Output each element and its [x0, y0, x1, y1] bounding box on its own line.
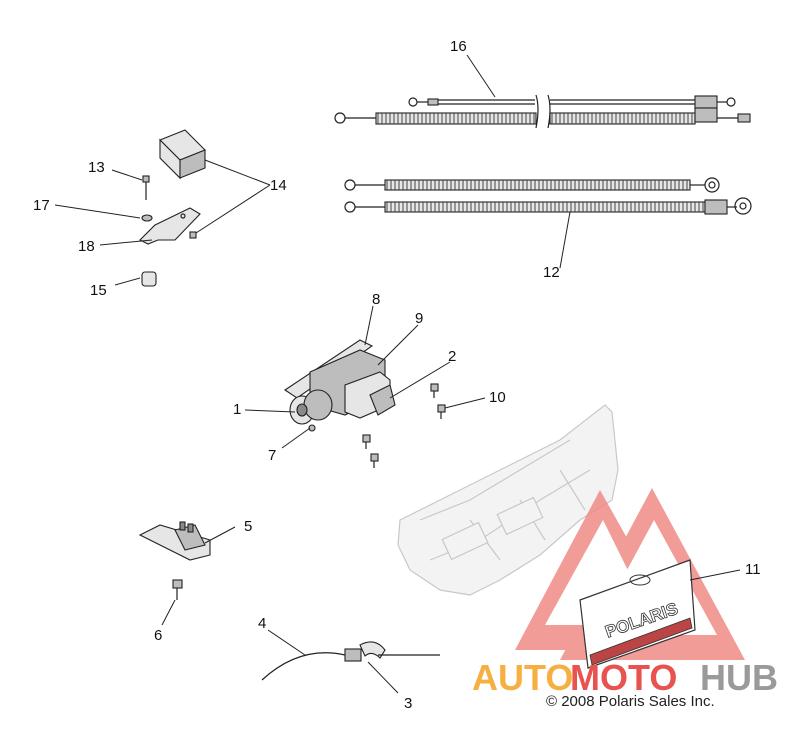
callout-13: 13 [88, 159, 105, 176]
bolt-13 [142, 175, 150, 200]
headlight-assembly [284, 339, 396, 432]
washer-17 [141, 214, 153, 222]
spacer-15 [141, 271, 157, 287]
cable-12-upper [344, 177, 720, 193]
copyright-notice: © 2008 Polaris Sales Inc. [546, 693, 715, 710]
callout-7: 7 [268, 447, 276, 464]
callout-5: 5 [244, 518, 252, 535]
screw-14 [189, 231, 197, 239]
corrugation-16 [377, 113, 693, 124]
callout-11: 11 [745, 561, 761, 578]
callout-12: 12 [543, 264, 560, 281]
watermark-text: AUTO MOTO HUB [472, 657, 778, 698]
callout-15: 15 [90, 282, 107, 299]
callout-10: 10 [489, 389, 506, 406]
callout-18: 18 [78, 238, 95, 255]
callout-14: 14 [270, 177, 287, 194]
switch-5 [138, 521, 211, 561]
callout-8: 8 [372, 291, 380, 308]
watermark-hub: HUB [700, 657, 778, 698]
cable-12-lower [344, 197, 752, 215]
callout-6: 6 [154, 627, 162, 644]
screws-10 [362, 383, 446, 468]
callout-17: 17 [33, 197, 50, 214]
callout-3: 3 [404, 695, 412, 712]
watermark-auto: AUTO [472, 657, 573, 698]
callout-2: 2 [448, 348, 456, 365]
screw-6 [172, 579, 183, 600]
corrugation-12 [386, 180, 704, 212]
callout-9: 9 [415, 310, 423, 327]
relay-14 [159, 129, 206, 180]
callout-16: 16 [450, 38, 467, 55]
cable-16 [334, 94, 751, 129]
callout-4: 4 [258, 615, 266, 632]
bumper-fascia [397, 404, 619, 596]
leader-lines [54, 54, 741, 694]
cable-4 [261, 641, 440, 681]
callout-1: 1 [233, 401, 241, 418]
watermark-moto: MOTO [570, 657, 677, 698]
license-plate-11 [579, 559, 696, 669]
bracket-18 [139, 207, 201, 245]
